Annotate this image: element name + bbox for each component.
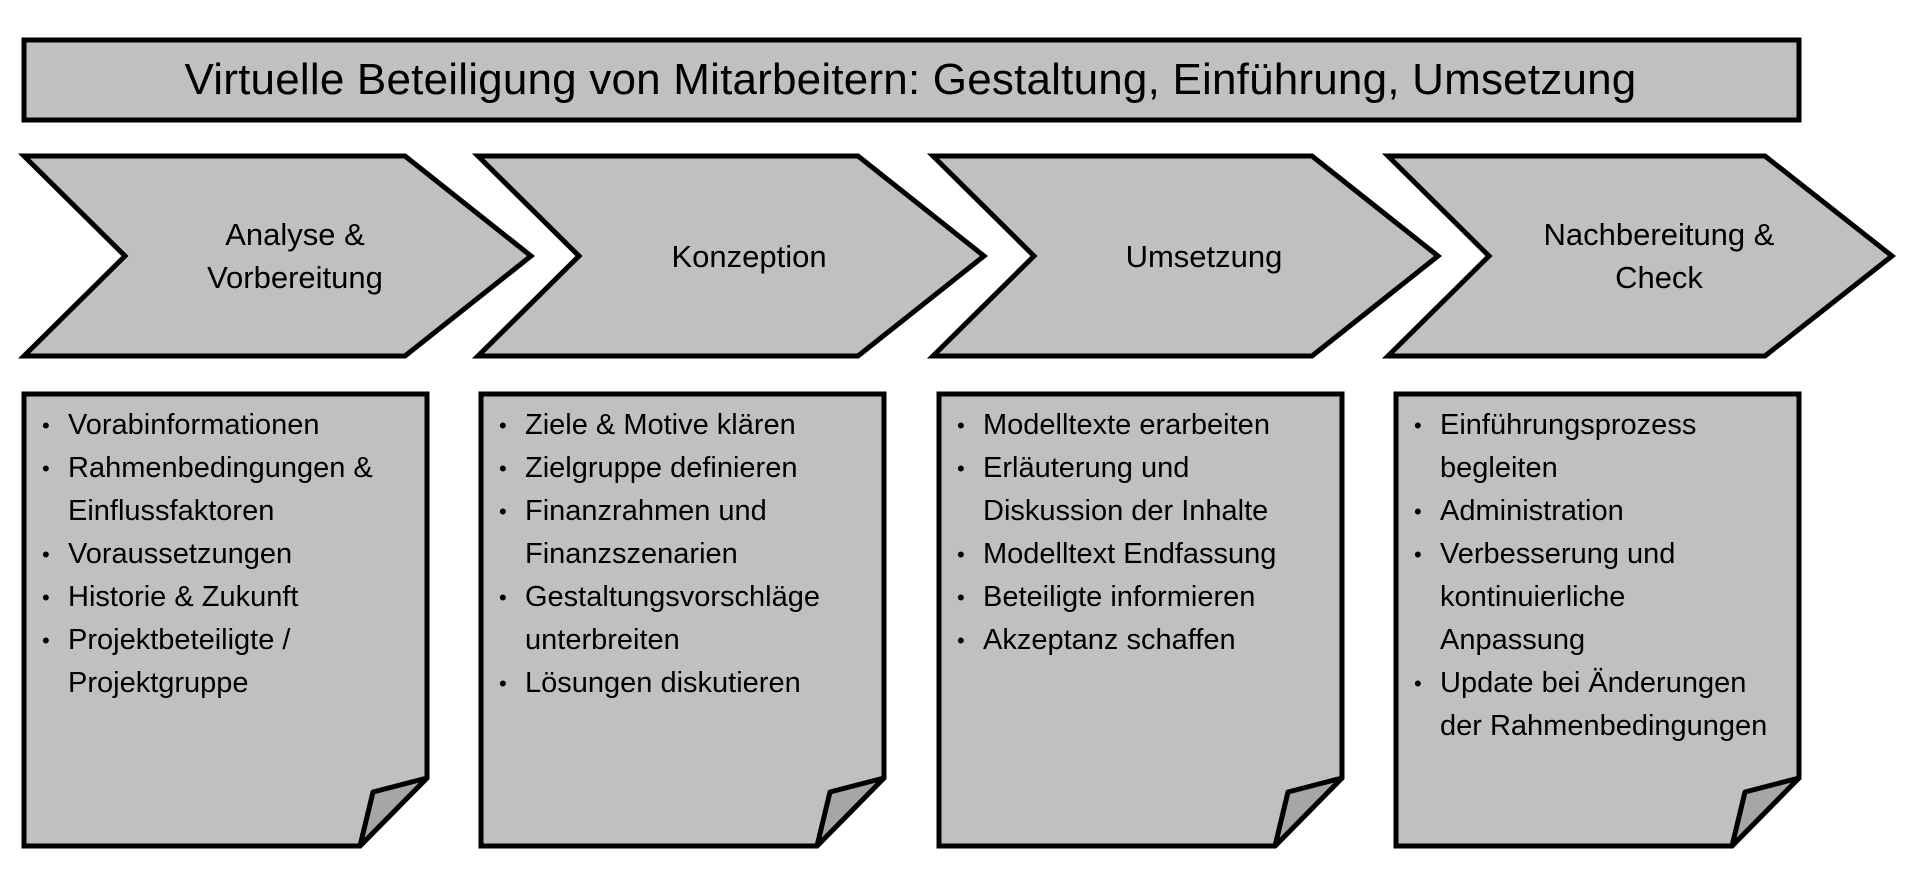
- list-item: •Einführungsprozess begleiten: [1410, 404, 1782, 490]
- diagram-title: Virtuelle Beteiligung von Mitarbeitern: …: [184, 55, 1637, 104]
- note-list-umsetzung: •Modelltexte erarbeiten •Erläuterung und…: [953, 404, 1325, 662]
- bullet-icon: •: [499, 456, 507, 481]
- phase-label-konzeption: Konzeption: [579, 158, 919, 354]
- note-list-analyse: •Vorabinformationen •Rahmenbedingungen &…: [38, 404, 410, 705]
- bullet-icon: •: [42, 413, 50, 438]
- page-fold-icon: [1729, 775, 1802, 849]
- phase-label-text: Analyse & Vorbereitung: [207, 217, 383, 295]
- phase-label-text: Umsetzung: [1125, 238, 1283, 274]
- phase-label-analyse: Analyse & Vorbereitung: [125, 158, 465, 354]
- bullet-icon: •: [957, 585, 965, 610]
- title-box: [21, 37, 1802, 123]
- note-box-4: [1393, 391, 1802, 849]
- list-item: •Lösungen diskutieren: [495, 662, 867, 705]
- bullet-icon: •: [957, 628, 965, 653]
- bullet-icon: •: [1414, 413, 1422, 438]
- bullet-icon: •: [957, 542, 965, 567]
- note-list-nachbereitung: •Einführungsprozess begleiten •Administr…: [1410, 404, 1782, 748]
- bullet-icon: •: [1414, 499, 1422, 524]
- list-item: •Gestaltungsvorschläge unterbreiten: [495, 576, 867, 662]
- page-fold-icon: [357, 775, 430, 849]
- list-item: •Finanzrahmen und Finanzszenarien: [495, 490, 867, 576]
- bullet-icon: •: [499, 671, 507, 696]
- list-item: •Rahmenbedingungen & Einflussfaktoren: [38, 447, 410, 533]
- phase-label-text: Nachbereitung & Check: [1543, 217, 1775, 295]
- list-item: •Voraussetzungen: [38, 533, 410, 576]
- list-item: •Modelltext Endfassung: [953, 533, 1325, 576]
- page-fold-icon: [814, 775, 887, 849]
- chevron-arrow-4: [1381, 153, 1897, 359]
- list-item: •Projektbeteiligte / Projektgruppe: [38, 619, 410, 705]
- list-item: •Update bei Änderungen der Rahmenbedingu…: [1410, 662, 1782, 748]
- list-item: •Ziele & Motive klären: [495, 404, 867, 447]
- chevron-arrow-2: [471, 153, 989, 359]
- bullet-icon: •: [1414, 542, 1422, 567]
- list-item: •Historie & Zukunft: [38, 576, 410, 619]
- bullet-icon: •: [42, 585, 50, 610]
- bullet-icon: •: [42, 542, 50, 567]
- phase-label-nachbereitung: Nachbereitung & Check: [1489, 158, 1829, 354]
- list-item: •Akzeptanz schaffen: [953, 619, 1325, 662]
- phase-label-umsetzung: Umsetzung: [1034, 158, 1374, 354]
- chevron-arrow-1: [17, 153, 536, 359]
- list-item: •Vorabinformationen: [38, 404, 410, 447]
- list-item: •Erläuterung und Diskussion der Inhalte: [953, 447, 1325, 533]
- bullet-icon: •: [499, 499, 507, 524]
- note-list-konzeption: •Ziele & Motive klären •Zielgruppe defin…: [495, 404, 867, 705]
- list-item: •Verbesserung und kontinuierliche Anpass…: [1410, 533, 1782, 662]
- page-fold-icon: [1272, 775, 1345, 849]
- list-item: •Beteiligte informieren: [953, 576, 1325, 619]
- note-box-2: [478, 391, 887, 849]
- bullet-icon: •: [1414, 671, 1422, 696]
- bullet-icon: •: [499, 585, 507, 610]
- list-item: •Modelltexte erarbeiten: [953, 404, 1325, 447]
- bullet-icon: •: [42, 628, 50, 653]
- list-item: •Administration: [1410, 490, 1782, 533]
- list-item: •Zielgruppe definieren: [495, 447, 867, 490]
- phase-label-text: Konzeption: [671, 238, 827, 274]
- note-box-3: [936, 391, 1345, 849]
- bullet-icon: •: [957, 456, 965, 481]
- bullet-icon: •: [499, 413, 507, 438]
- bullet-icon: •: [957, 413, 965, 438]
- note-box-1: [21, 391, 430, 849]
- chevron-arrow-3: [926, 153, 1443, 359]
- bullet-icon: •: [42, 456, 50, 481]
